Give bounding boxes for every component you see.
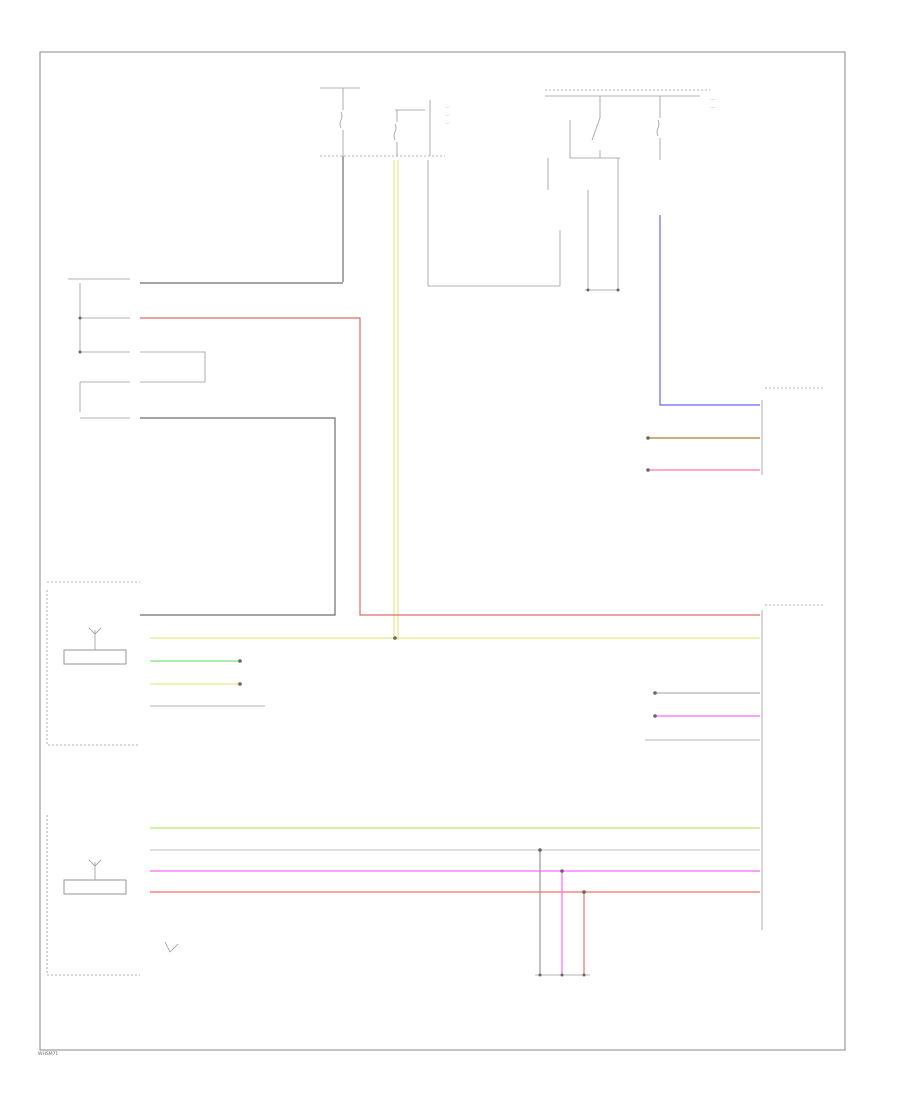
- lower-connector: [535, 973, 590, 977]
- svg-text:....: ....: [710, 105, 716, 110]
- svg-text:...: ...: [445, 105, 449, 110]
- left-lower-module: [46, 815, 179, 976]
- wire-black-white-lower: [140, 417, 336, 616]
- left-connector: [68, 278, 130, 419]
- svg-text:....: ....: [710, 97, 716, 102]
- svg-text:...: ...: [445, 113, 449, 118]
- engine-control-connector: [646, 387, 825, 475]
- relay-box-top-right: .... ....: [545, 89, 716, 190]
- svg-text:...: ...: [445, 121, 449, 126]
- ground-connector-mid: [585, 288, 620, 292]
- fuse-box-top: ... ... ...: [320, 87, 449, 157]
- wire-blue: [659, 215, 760, 406]
- diagram-frame: [39, 51, 846, 1051]
- footer-code: WHSM71: [38, 1051, 58, 1057]
- wire-blue-red: [140, 317, 760, 616]
- left-mid-module: [46, 581, 140, 746]
- right-mid-module: [645, 604, 825, 930]
